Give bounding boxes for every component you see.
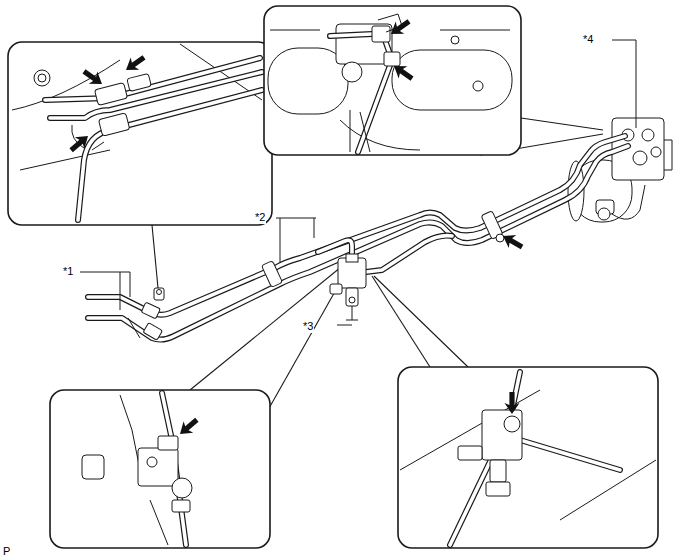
leader-line xyxy=(374,276,468,367)
part-outline xyxy=(154,288,164,300)
part-outline xyxy=(138,448,178,486)
illustration-line xyxy=(12,44,262,170)
part-outline xyxy=(147,457,157,467)
inset-frame xyxy=(8,42,272,225)
part-outline xyxy=(486,482,510,496)
part-outline xyxy=(346,254,358,262)
part-outline xyxy=(38,74,46,82)
part-outline xyxy=(172,500,190,512)
part-outline xyxy=(158,436,178,450)
illustration-line xyxy=(337,325,352,326)
leader-line xyxy=(190,263,346,390)
callout-number: *2 xyxy=(254,211,266,224)
detail-inset xyxy=(8,42,272,225)
part-outline xyxy=(342,62,362,82)
part-outline xyxy=(633,151,647,165)
part-outline xyxy=(95,83,128,106)
callout-number: *4 xyxy=(582,33,594,46)
part-outline xyxy=(490,460,506,482)
illustration-line xyxy=(120,272,140,338)
part-outline xyxy=(34,70,50,86)
callout-number: *1 xyxy=(62,265,74,278)
part-outline xyxy=(261,261,282,288)
inset-frame xyxy=(264,6,521,155)
callout-number: *3 xyxy=(302,320,314,333)
illustration-line xyxy=(664,140,672,170)
inset-frame xyxy=(50,390,270,548)
part-outline xyxy=(482,410,522,460)
master-cylinder xyxy=(568,118,672,222)
brake-tube xyxy=(78,90,262,220)
detail-inset xyxy=(264,6,521,155)
detail-inset xyxy=(50,390,270,548)
detail-inset xyxy=(398,367,658,548)
part-outline xyxy=(98,113,129,136)
part-outline xyxy=(642,129,654,141)
part-outline xyxy=(496,234,504,242)
illustration-line xyxy=(80,272,120,273)
illustration-line xyxy=(276,218,316,262)
brake-tube xyxy=(330,34,372,36)
part-outline xyxy=(330,284,342,294)
illustration-line xyxy=(612,40,636,128)
pointer-arrow xyxy=(390,60,417,85)
part-outline xyxy=(458,446,482,460)
part-outline xyxy=(384,52,400,66)
pointer-arrow xyxy=(122,51,149,76)
part-outline xyxy=(143,323,162,341)
brake-tube xyxy=(520,440,620,470)
illustration-line xyxy=(120,272,121,310)
pointer-arrow xyxy=(80,65,107,90)
part-outline xyxy=(157,290,162,295)
part-outline xyxy=(127,74,151,92)
part-outline xyxy=(451,36,459,44)
part-outline xyxy=(141,302,160,319)
brake-tube xyxy=(50,72,262,118)
leader-line xyxy=(521,118,603,130)
pointer-arrow xyxy=(387,15,414,40)
part-outline xyxy=(473,81,483,91)
pointer-arrow xyxy=(175,414,201,440)
part-outline xyxy=(651,147,661,157)
illustration-line xyxy=(346,306,358,320)
part-outline xyxy=(598,208,610,220)
illustration-line xyxy=(400,390,656,520)
brake-tube xyxy=(366,236,452,272)
figure-id: P xyxy=(2,545,11,558)
leader-line xyxy=(152,225,158,288)
brake-tube xyxy=(366,236,452,272)
inset-frame xyxy=(398,367,658,548)
illustration-line xyxy=(350,110,370,152)
pointer-arrow xyxy=(505,392,520,414)
part-outline xyxy=(372,26,390,42)
illustration-line xyxy=(612,185,645,219)
brake-tube xyxy=(78,90,262,220)
part-outline xyxy=(82,455,104,479)
brake-tube xyxy=(520,440,620,470)
part-outline xyxy=(349,297,355,303)
brake-tube xyxy=(50,72,262,118)
brake-tube xyxy=(330,34,372,36)
part-outline xyxy=(172,478,192,498)
part-outline xyxy=(346,288,358,306)
part-outline xyxy=(504,416,520,432)
pointer-arrow xyxy=(66,130,92,156)
pointer-arrow xyxy=(499,230,526,254)
